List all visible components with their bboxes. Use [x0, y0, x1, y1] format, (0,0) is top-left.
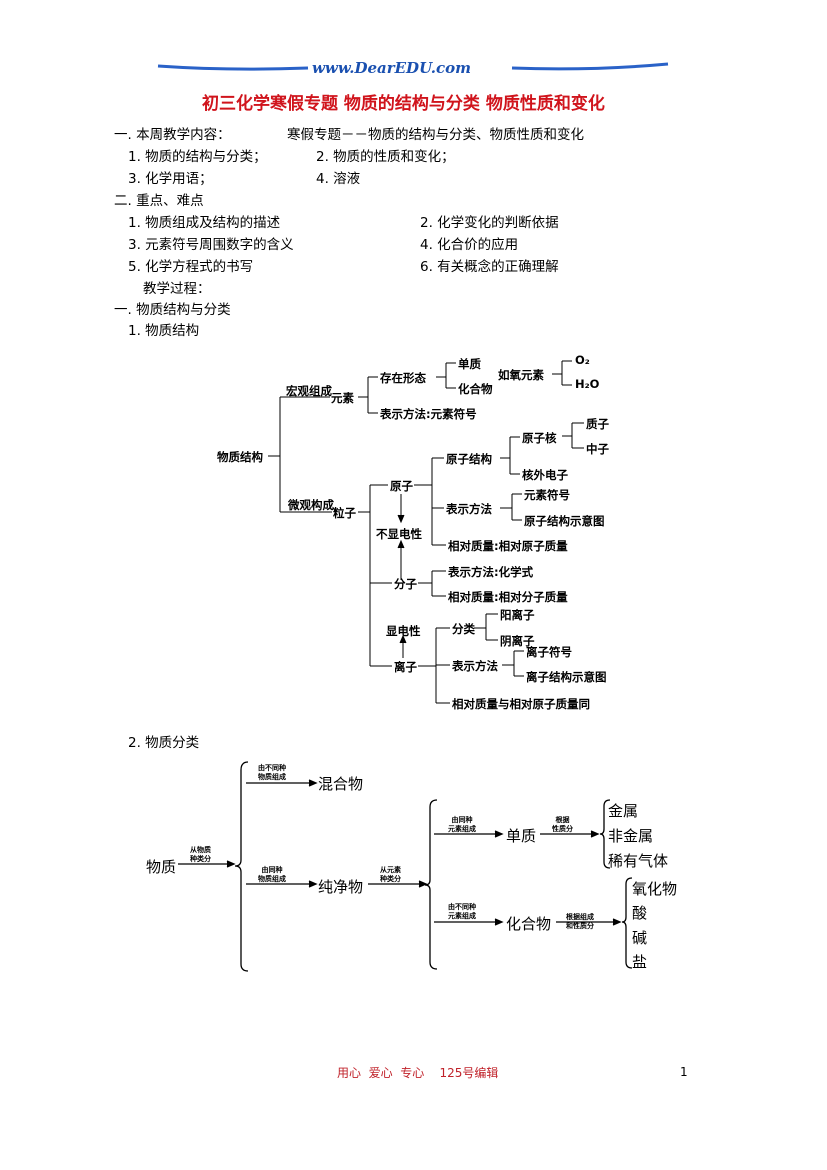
node-mol-repr: 表示方法:化学式	[448, 565, 534, 579]
node-ion-diagram: 离子结构示意图	[526, 670, 607, 684]
class-noble: 稀有气体	[608, 852, 669, 870]
class-label-same-elem: 由同种 元素组成	[448, 816, 476, 833]
node-el-symbol: 元素符号	[524, 488, 570, 502]
node-nucleus: 原子核	[522, 431, 557, 445]
node-h2o: H₂O	[575, 377, 600, 391]
class-label-diff-sub: 由不同种 物质组成	[258, 764, 286, 781]
class-label-by-comp: 根据组成 和性质分	[566, 913, 594, 930]
list-item: 2. 物质的性质和变化；	[316, 149, 455, 165]
class-root: 物质	[146, 858, 177, 876]
node-atom-diagram: 原子结构示意图	[524, 514, 605, 528]
node-oxygen-eg: 如氧元素	[498, 368, 544, 382]
list-item: 6. 有关概念的正确理解	[420, 259, 559, 275]
class-label-by-kind: 从物质 种类分	[190, 846, 211, 863]
node-o2: O₂	[575, 353, 590, 367]
list-item: 3. 化学用语；	[128, 171, 213, 187]
node-element: 元素	[331, 391, 354, 405]
node-cation: 阳离子	[500, 608, 535, 622]
node-molecule: 分子	[394, 577, 417, 591]
class-metal: 金属	[608, 802, 639, 820]
list-item: 1. 物质的结构与分类；	[128, 149, 267, 165]
node-atom-struct: 原子结构	[446, 452, 492, 466]
node-ion-symbol: 离子符号	[526, 645, 572, 659]
node-el-repr: 表示方法:元素符号	[380, 407, 477, 421]
node-neutral: 不显电性	[376, 527, 422, 541]
list-item: 5. 化学方程式的书写	[128, 259, 254, 275]
section2-heading: 二. 重点、难点	[114, 193, 204, 209]
class-label-by-prop: 根据 性质分	[552, 816, 573, 833]
node-particle: 粒子	[333, 506, 356, 520]
footer-motto: 用心 爱心 专心 125号编辑	[337, 1066, 499, 1080]
node-existence: 存在形态	[380, 371, 426, 385]
class-compound: 化合物	[506, 915, 552, 933]
page-number: 1	[680, 1065, 688, 1079]
list-item: 1. 物质组成及结构的描述	[128, 215, 281, 231]
node-simple: 单质	[458, 357, 481, 371]
node-atom-mass: 相对质量:相对原子质量	[448, 539, 568, 553]
class-acid: 酸	[632, 904, 648, 922]
page-title: 初三化学寒假专题 物质的结构与分类 物质性质和变化	[202, 94, 605, 114]
process-label: 教学过程：	[143, 281, 211, 297]
class-nonmetal: 非金属	[608, 827, 654, 845]
class-base: 碱	[632, 929, 648, 947]
node-atom: 原子	[390, 479, 413, 493]
class-pure: 纯净物	[318, 878, 364, 896]
list-item: 4. 溶液	[316, 171, 361, 187]
class-label-same-sub: 由同种 物质组成	[258, 866, 286, 883]
node-electron: 核外电子	[522, 468, 568, 482]
node-ion-repr: 表示方法	[452, 659, 498, 673]
node-ion: 离子	[394, 660, 417, 674]
node-mol-mass: 相对质量:相对分子质量	[448, 590, 568, 604]
sub-heading: 1. 物质结构	[128, 323, 200, 339]
node-micro: 微观构成	[288, 498, 334, 512]
node-neutron: 中子	[586, 442, 609, 456]
node-proton: 质子	[586, 417, 609, 431]
section3-heading: 一. 物质结构与分类	[114, 302, 231, 318]
class-label-by-elem: 从元素 种类分	[380, 866, 401, 883]
list-item: 2. 化学变化的判断依据	[420, 215, 559, 231]
list-item: 4. 化合价的应用	[420, 237, 519, 253]
section1-topic: 寒假专题－－物质的结构与分类、物质性质和变化	[287, 127, 584, 143]
section1-heading: 一. 本周教学内容：	[114, 127, 231, 143]
class-simple: 单质	[506, 827, 537, 845]
class-mixture: 混合物	[318, 775, 364, 793]
sub-heading: 2. 物质分类	[128, 735, 200, 751]
site-logo-text: www.DearEDU.com	[312, 59, 472, 77]
class-label-diff-elem: 由不同种 元素组成	[448, 903, 476, 920]
class-salt: 盐	[632, 953, 648, 971]
node-root: 物质结构	[217, 450, 263, 464]
node-macro: 宏观组成	[286, 384, 332, 398]
list-item: 3. 元素符号周围数字的含义	[128, 237, 294, 253]
node-ion-class: 分类	[452, 622, 475, 636]
node-anion: 阴离子	[500, 634, 535, 648]
header-decoration	[157, 62, 669, 71]
node-atom-repr: 表示方法	[446, 502, 492, 516]
class-oxide: 氧化物	[632, 880, 678, 898]
node-ion-mass: 相对质量与相对原子质量同	[452, 697, 590, 711]
node-compound: 化合物	[458, 382, 493, 396]
node-charged: 显电性	[386, 624, 421, 638]
